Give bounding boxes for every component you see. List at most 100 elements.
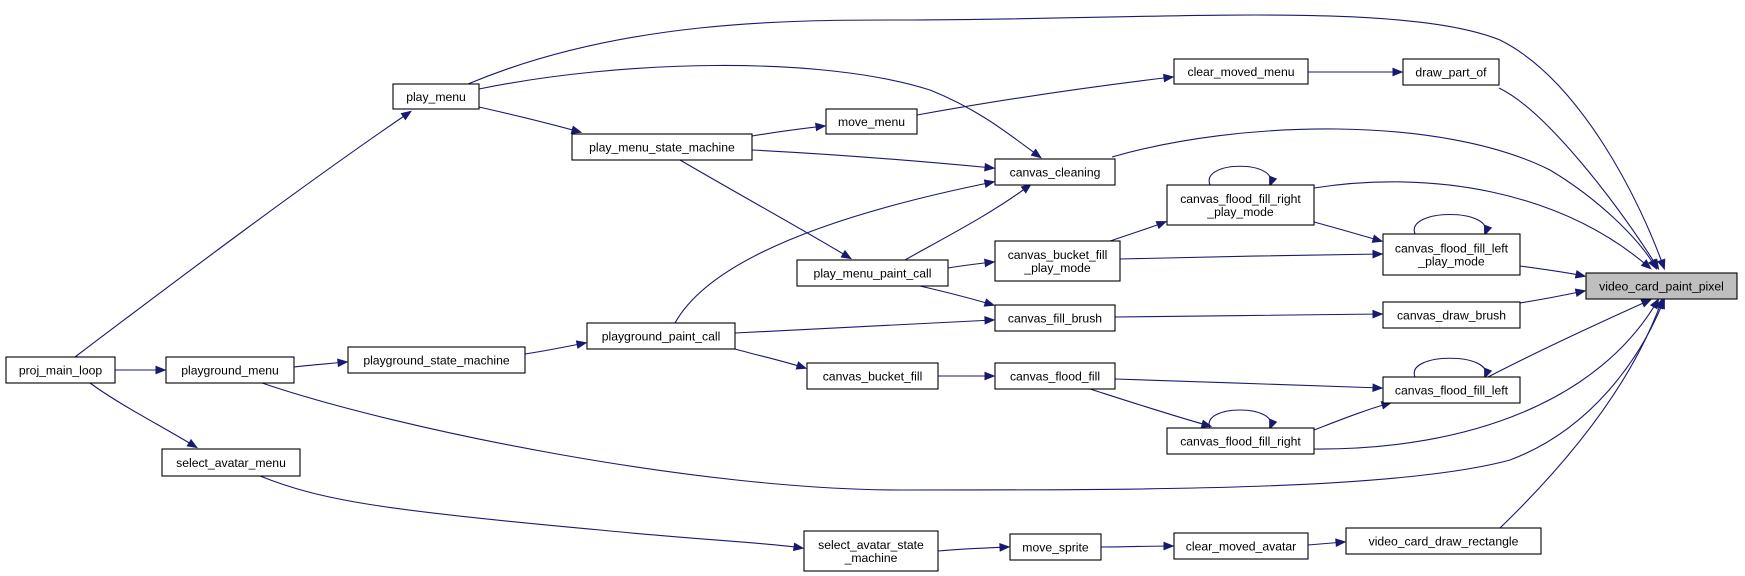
arrow-head [1648,258,1658,271]
node-play_menu_state_machine[interactable]: play_menu_state_machine [571,133,753,161]
node-box [806,362,939,390]
node-move_sprite[interactable]: move_sprite [1009,533,1102,561]
edge-canvas_cleaning-to-video_card_paint_pixel [1111,128,1658,271]
node-canvas_cleaning[interactable]: canvas_cleaning [994,158,1116,186]
node-label: _machine [844,551,898,565]
node-label: canvas_flood_fill [1010,369,1100,383]
edge-playground_menu-to-video_card_paint_pixel [261,297,1665,491]
edge-line [904,184,1031,261]
arrow-head [984,258,996,268]
edge-line [261,299,1665,491]
arrow-head [1484,367,1493,380]
arrow-head [815,122,827,132]
node-box [161,448,301,477]
node-box [1585,272,1738,300]
node-box [1173,532,1309,560]
arrow-head [983,298,996,307]
arrow-head [1269,418,1278,431]
edge-play_menu_state_machine-to-canvas_cleaning [751,149,996,172]
edge-line [1114,313,1382,318]
node-label: canvas_flood_fill_right [1180,434,1301,448]
node-canvas_flood_fill_right_play_mode[interactable]: canvas_flood_fill_right_play_mode [1166,184,1315,226]
arrow-head [984,316,996,325]
node-select_avatar_menu[interactable]: select_avatar_menu [161,448,301,477]
node-canvas_draw_brush[interactable]: canvas_draw_brush [1382,301,1521,329]
node-canvas_bucket_fill[interactable]: canvas_bucket_fill [806,362,939,390]
node-box [994,158,1116,186]
edge-line [1519,265,1585,277]
edge-canvas_bucket_fill_play_mode-to-canvas_flood_fill_right_play_mode [1109,221,1168,242]
node-label: playground_state_machine [363,353,510,367]
node-canvas_flood_fill_left_play_mode[interactable]: canvas_flood_fill_left_play_mode [1382,233,1521,276]
node-draw_part_of[interactable]: draw_part_of [1402,58,1500,86]
node-canvas_flood_fill_right[interactable]: canvas_flood_fill_right [1166,427,1315,455]
arrow-head [570,125,583,134]
node-playground_menu[interactable]: playground_menu [165,356,295,384]
edge-line [734,348,806,369]
edge-play_menu-to-video_card_paint_pixel [467,14,1666,271]
node-playground_state_machine[interactable]: playground_state_machine [347,346,526,374]
node-playground_paint_call[interactable]: playground_paint_call [586,322,736,350]
edge-line [1313,299,1659,450]
nodes-layer: video_card_paint_pixel proj_main_loop play… [5,58,1738,572]
node-video_card_draw_rectangle[interactable]: video_card_draw_rectangle [1345,527,1542,555]
arrow-head [1657,258,1666,271]
arrow-head [1372,249,1384,259]
edge-line [467,14,1665,269]
node-play_menu[interactable]: play_menu [392,83,480,110]
node-box [1382,376,1521,404]
edge-clear_moved_avatar-to-video_card_draw_rectangle [1307,538,1347,548]
arrow-head [1200,419,1213,429]
node-clear_moved_avatar[interactable]: clear_moved_avatar [1173,532,1309,560]
arrow-head [1640,259,1652,270]
node-proj_main_loop[interactable]: proj_main_loop [5,356,116,384]
node-label: canvas_fill_brush [1008,311,1102,325]
edge-canvas_fill_brush-to-canvas_draw_brush [1114,309,1384,319]
edge-line [89,382,197,448]
node-canvas_bucket_fill_play_mode[interactable]: canvas_bucket_fill_play_mode [994,240,1121,282]
arrow-head [1163,541,1175,551]
node-label: canvas_bucket_fill [1008,248,1108,262]
edge-play_menu-to-canvas_cleaning [478,64,1042,159]
arrow-head [1020,183,1032,194]
edge-canvas_flood_fill_left-to-video_card_paint_pixel [1487,299,1653,378]
edge-playground_state_machine-to-playground_paint_call [524,340,588,355]
edge-line [751,149,994,169]
edge-canvas_flood_fill-to-canvas_flood_fill_left [1114,378,1384,393]
edge-line [751,125,825,137]
node-label: video_card_paint_pixel [1599,279,1724,293]
node-label: select_avatar_state [818,538,924,552]
node-select_avatar_state_machine[interactable]: select_avatar_state_machine [803,530,939,572]
edge-playground_paint_call-to-canvas_bucket_fill [734,348,808,370]
node-move_menu[interactable]: move_menu [825,108,918,135]
arrow-head [1574,288,1587,297]
node-canvas_flood_fill[interactable]: canvas_flood_fill [994,362,1116,390]
node-box [803,530,939,572]
node-label: playground_menu [181,363,279,377]
edge-line [679,159,851,259]
edge-line [916,76,1173,116]
arrow-head [186,438,199,449]
node-label: select_avatar_menu [176,456,286,470]
node-label: canvas_bucket_fill [823,369,923,383]
edge-playground_paint_call-to-canvas_fill_brush [734,316,996,334]
node-canvas_flood_fill_left[interactable]: canvas_flood_fill_left [1382,376,1521,404]
node-box [994,304,1116,332]
edge-line [734,319,994,334]
node-clear_moved_menu[interactable]: clear_moved_menu [1173,58,1309,85]
edge-clear_moved_menu-to-draw_part_of [1308,67,1404,77]
node-box [1166,184,1315,226]
edge-line [1498,87,1659,269]
edge-line [674,181,994,324]
edge-proj_main_loop-to-play_menu [74,110,412,358]
edge-line [1519,290,1585,304]
edge-line [259,475,803,549]
node-box [165,356,295,384]
node-box [347,346,526,374]
edge-canvas_flood_fill_right_play_mode-to-canvas_flood_fill_left_play_mode [1313,221,1384,243]
node-canvas_fill_brush[interactable]: canvas_fill_brush [994,304,1116,332]
node-play_menu_paint_call[interactable]: play_menu_paint_call [796,259,949,287]
arrow-head [1372,309,1384,319]
node-video_card_paint_pixel[interactable]: video_card_paint_pixel [1585,272,1738,300]
edge-canvas_draw_brush-to-video_card_paint_pixel [1519,288,1587,304]
